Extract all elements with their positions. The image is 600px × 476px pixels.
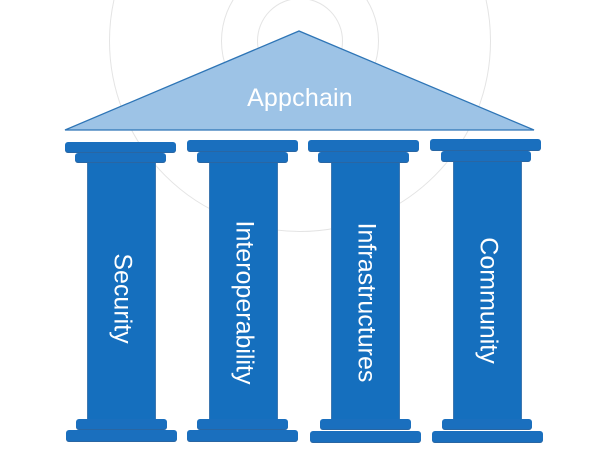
pillar-capital-top [430, 139, 541, 151]
pillar-capital-bottom [318, 152, 409, 163]
pillar-base-top [197, 419, 288, 430]
pillar-label: Interoperability [229, 220, 258, 384]
pillar-label: Community [474, 236, 503, 364]
pillar-capital-top [187, 140, 298, 152]
pillar-security: Security [65, 0, 177, 476]
pillar-base-bottom [432, 431, 543, 443]
pillar-base-top [442, 419, 532, 430]
roof-label: Appchain [247, 84, 353, 112]
pillar-shaft [453, 162, 522, 419]
pillar-shaft [87, 163, 156, 419]
pillar-capital-bottom [75, 153, 166, 163]
roof-triangle [64, 30, 535, 131]
pillar-label: Infrastructures [351, 222, 380, 382]
pillar-base-top [76, 419, 167, 430]
pillar-shaft [331, 163, 400, 419]
pillar-base-bottom [66, 430, 177, 442]
pillar-interoperability: Interoperability [187, 0, 299, 476]
pillar-base-bottom [187, 430, 298, 442]
pillar-infrastructures: Infrastructures [308, 0, 421, 476]
pillar-shaft [209, 163, 278, 419]
pillar-label: Security [108, 252, 137, 344]
pillar-capital-bottom [441, 151, 531, 162]
pillar-community: Community [430, 0, 543, 476]
pillar-base-bottom [310, 431, 421, 443]
roof [64, 30, 535, 131]
pillar-capital-bottom [197, 152, 288, 163]
pillar-base-top [320, 419, 411, 430]
pillar-capital-top [308, 140, 419, 152]
pillar-capital-top [65, 142, 176, 153]
